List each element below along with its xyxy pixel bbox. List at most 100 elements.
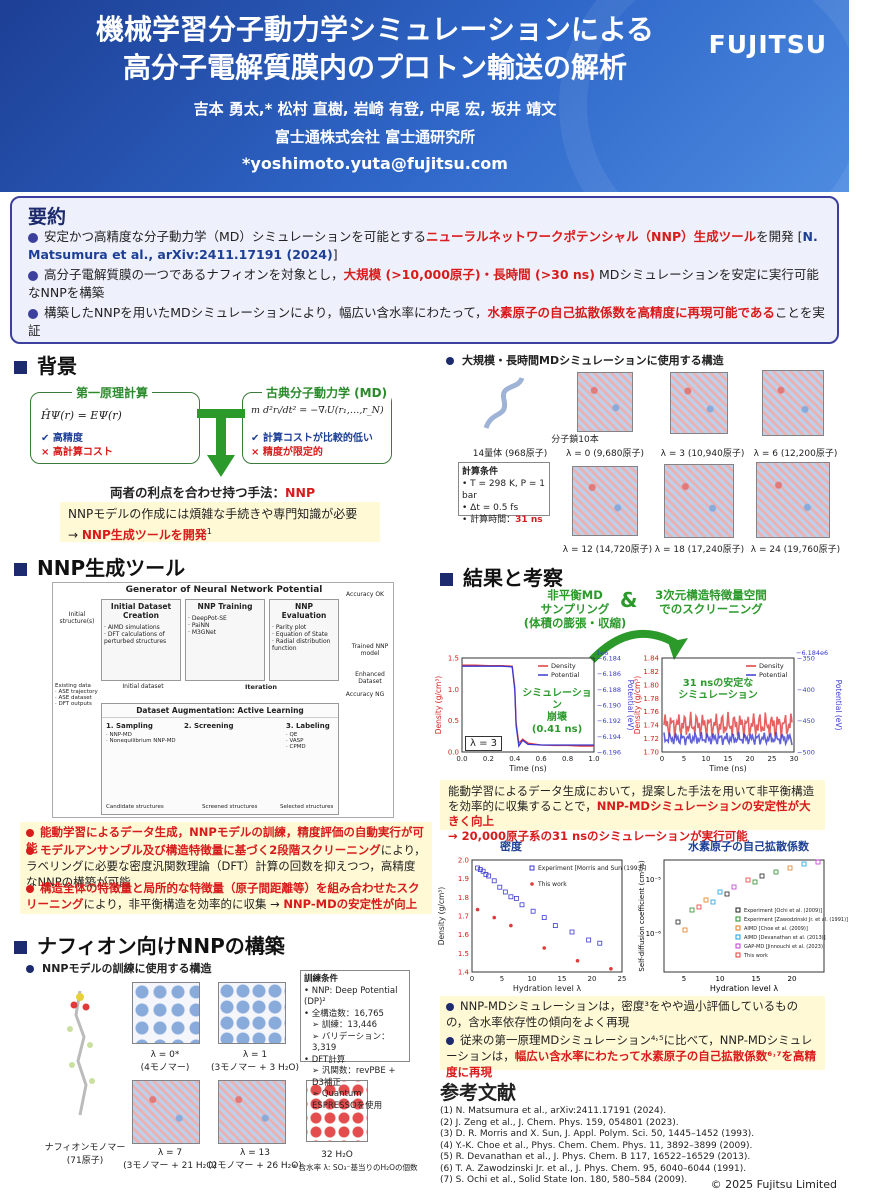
legend-swatch <box>529 865 535 871</box>
x-axis-label: Hydration level λ <box>710 984 778 993</box>
nafion-sub: NNPモデルの訓練に使用する構造 <box>26 960 211 976</box>
legend-label: This work <box>537 881 567 888</box>
this-work-point <box>475 907 480 912</box>
data-point <box>675 919 681 925</box>
section-square-icon <box>14 563 27 576</box>
experiment-point <box>486 873 492 879</box>
y-tick-label: 1.8 <box>458 894 469 902</box>
section-background-title: 背景 <box>37 354 77 378</box>
enhanced-dataset-label: Enhanced Dataset <box>355 671 385 685</box>
y2-tick-label: −450 <box>797 717 815 725</box>
tool-bullet-2-text: により，ラベリングに必要な密度汎関数理論（DFT）計算の回数を抑えつつ，高精度な… <box>26 843 426 889</box>
title-line-2: 高分子電解質膜内のプロトン輸送の解析 <box>122 51 627 84</box>
data-point <box>773 869 779 875</box>
existing-data-label: Existing data · ASE trajectory · ASE dat… <box>55 683 98 707</box>
x-tick-label: 0.2 <box>483 755 494 763</box>
section-results-title: 結果と考察 <box>463 566 563 590</box>
copyright: © 2025 Fujitsu Limited <box>710 1178 837 1191</box>
y-tick-label: 1.7 <box>458 913 469 921</box>
caption-lambda-24: λ = 24 (19,760原子) <box>750 545 841 555</box>
classical-md-pro: ✔ 計算コストが比較的低い <box>251 433 373 444</box>
y2-tick-label: −400 <box>797 686 815 694</box>
stage-training-items: · DeepPot-SE · PaiNN · M3GNet <box>188 615 227 636</box>
y-tick-label: 1.4 <box>458 969 470 977</box>
summary-b3-highlight: 水素原子の自己拡散係数を高精度に再現可能である <box>487 305 775 320</box>
y2-tick-label: −6.186 <box>597 670 621 678</box>
diagram-title: Generator of Neural Network Potential <box>125 585 323 595</box>
legend-swatch <box>735 925 741 931</box>
diffusion-title: 水素原子の自己拡散係数 <box>688 840 809 853</box>
bullet-icon <box>446 1002 454 1011</box>
bullet-icon <box>28 270 38 281</box>
data-point <box>724 891 730 897</box>
y2-tick-label: −6.192 <box>597 717 621 725</box>
combine-prefix: 両者の利点を合わせ持つ手法： <box>110 485 286 500</box>
polymer-chain-image <box>483 376 525 430</box>
legend-label: Density <box>759 662 784 670</box>
nnp-note-line1: NNPモデルの作成には煩雑な手続きや専門知識が必要 <box>68 507 358 521</box>
bullet-icon <box>26 884 34 893</box>
this-work-point <box>575 959 580 963</box>
newton-equation: m d²rᵢ/dt² = −∇ᵢU(r₁,…,r_N) <box>251 405 384 416</box>
results-note-highlight: NNP-MDシミュレーションの安定性が大きく向上 <box>448 799 811 828</box>
bullet-icon <box>446 357 454 365</box>
section-nnp-tool: NNP生成ツール <box>14 552 185 581</box>
experiment-point <box>552 923 558 928</box>
tool-bullet-3: 構造全体の特徴量と局所的な特徴量（原子間距離等）を組み合わせたスクリーニングによ… <box>26 880 426 912</box>
legend-label: Experiment [Ochi et al. (2009)] <box>744 908 822 914</box>
legend-label: Experiment [Morris and Sun (1993)] <box>538 865 646 872</box>
section-square-icon <box>14 361 27 374</box>
stage-initial-items: · AIMD simulations · DFT calculations of… <box>104 624 167 645</box>
md-condition-1: • T = 298 K, P = 1 bar <box>462 479 546 501</box>
y2-offset-label: −6.184e6 <box>796 649 828 657</box>
plot-frame <box>663 859 825 973</box>
accuracy-ng-label: Accuracy NG <box>345 691 385 698</box>
summary-bullet-2: 高分子電解質膜の一つであるナフィオンを対象とし，大規模 (>10,000原子)・… <box>28 266 828 302</box>
x-tick-label: 20 <box>588 975 597 983</box>
legend-label: Experiment [Zawodzinski Jr. et al. (1991… <box>744 917 848 923</box>
caption-lambda-12: λ = 12 (14,720原子) <box>562 545 653 555</box>
legend-label: GAP-MD [Jinnouchi et al. (2023)] <box>744 944 825 950</box>
this-work-point <box>509 923 513 928</box>
data-point <box>696 904 702 910</box>
y2-offset-label: 1e6 <box>596 649 608 657</box>
md-box-lambda-3 <box>670 372 728 434</box>
y-axis-label: Density (g/cm³) <box>437 887 446 946</box>
data-point <box>787 865 793 871</box>
noneq-md-tag: 非平衡MD サンプリング (体積の膨張・収縮) <box>523 588 627 630</box>
y-tick-label: 10⁻⁶ <box>646 930 662 938</box>
legend-swatch <box>735 934 741 940</box>
x-axis-label: Time (ns) <box>508 764 547 773</box>
data-point <box>682 927 688 933</box>
x-tick-label: 20 <box>746 755 755 763</box>
results-note: 能動学習によるデータ生成において，提案した手法を用いて非平衡構造を効率的に収集す… <box>440 780 825 843</box>
legend-label: Potential <box>759 671 788 679</box>
md-box-lambda-18 <box>664 464 734 538</box>
legend-label: This work <box>743 953 768 959</box>
screening-tag: 3次元構造特徴量空間 でのスクリーニング <box>655 588 767 616</box>
y-tick-label: 1.0 <box>448 686 459 694</box>
results-bullets-box <box>440 996 825 1070</box>
experiment-point <box>514 896 519 901</box>
fujitsu-logo: FUJITSU <box>708 30 827 59</box>
density-title: 密度 <box>500 840 522 853</box>
experiment-point <box>541 915 547 920</box>
y-tick-label: 1.84 <box>643 655 659 663</box>
this-work-point <box>492 915 497 920</box>
data-point <box>710 899 716 905</box>
iteration-label: Iteration <box>245 683 277 691</box>
nafion-box-lambda-0 <box>132 982 200 1044</box>
x-tick-label: 0 <box>470 975 474 983</box>
y-tick-label: 1.9 <box>458 875 469 883</box>
results-bullet-1-text: NNP-MDシミュレーションは，密度³をやや過小評価しているものの，含水率依存性… <box>446 999 799 1029</box>
trained-model-label: Trained NNP model <box>351 643 389 657</box>
series-line-density <box>663 711 793 739</box>
section-background: 背景 <box>14 350 77 379</box>
tool-bullet-3-end: NNP-MDの安定性が向上 <box>283 897 418 911</box>
summary-b2-text: 高分子電解質膜の一つであるナフィオンを対象とし， <box>44 267 344 282</box>
stage-evaluation-items: · Parity plot · Equation of State · Radi… <box>272 624 331 652</box>
legend-label: Potential <box>551 671 580 679</box>
reference-item: (6) T. A. Zawodzinski Jr. et al., J. Phy… <box>440 1163 747 1174</box>
x-tick-label: 5 <box>682 755 686 763</box>
